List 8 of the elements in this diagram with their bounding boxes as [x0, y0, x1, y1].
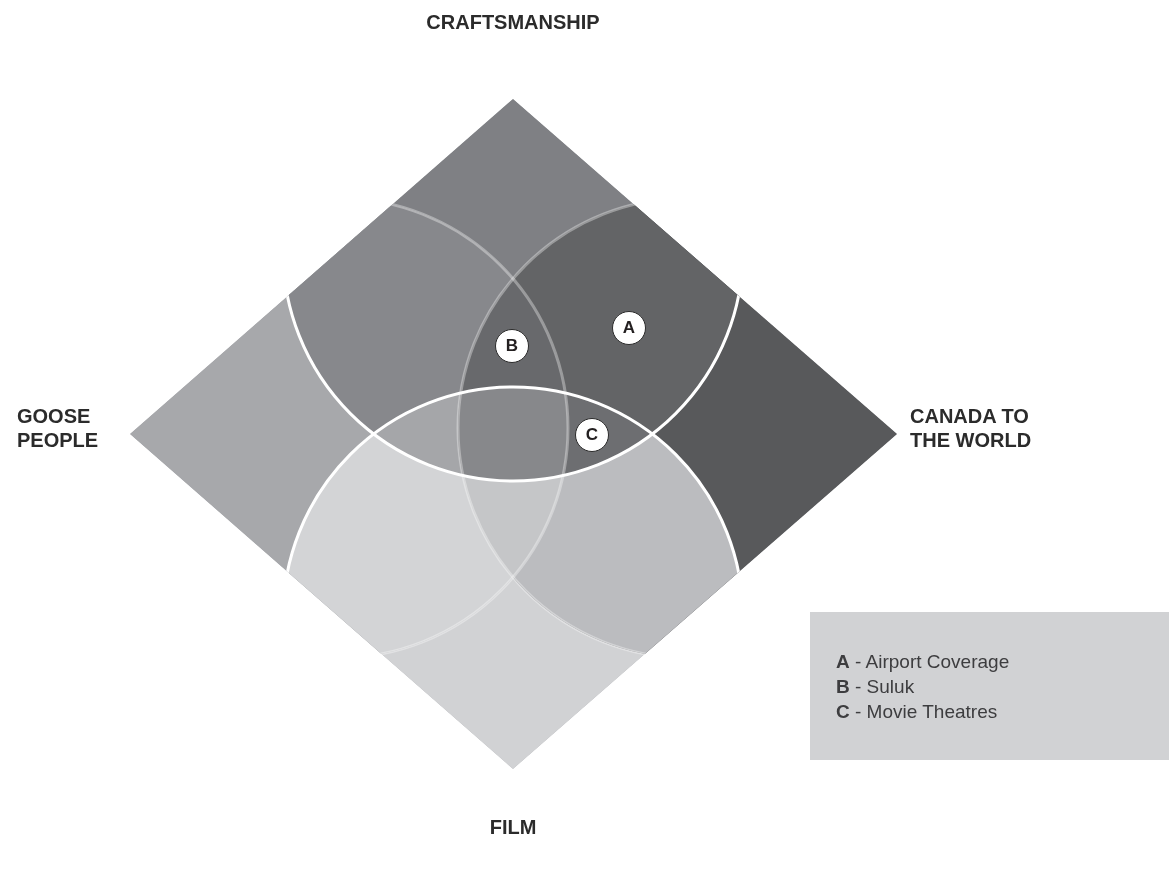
category-label: GOOSE PEOPLE: [17, 404, 100, 452]
category-label: FILM: [488, 815, 538, 839]
legend-entry: C - Movie Theatres: [836, 700, 999, 723]
legend-entry: B - Suluk: [836, 675, 916, 698]
category-label: CANADA TO THE WORLD: [910, 404, 1033, 452]
legend-panel: [810, 612, 1169, 760]
legend-entry: A - Airport Coverage: [836, 650, 1011, 673]
category-label: CRAFTSMANSHIP: [425, 10, 601, 34]
